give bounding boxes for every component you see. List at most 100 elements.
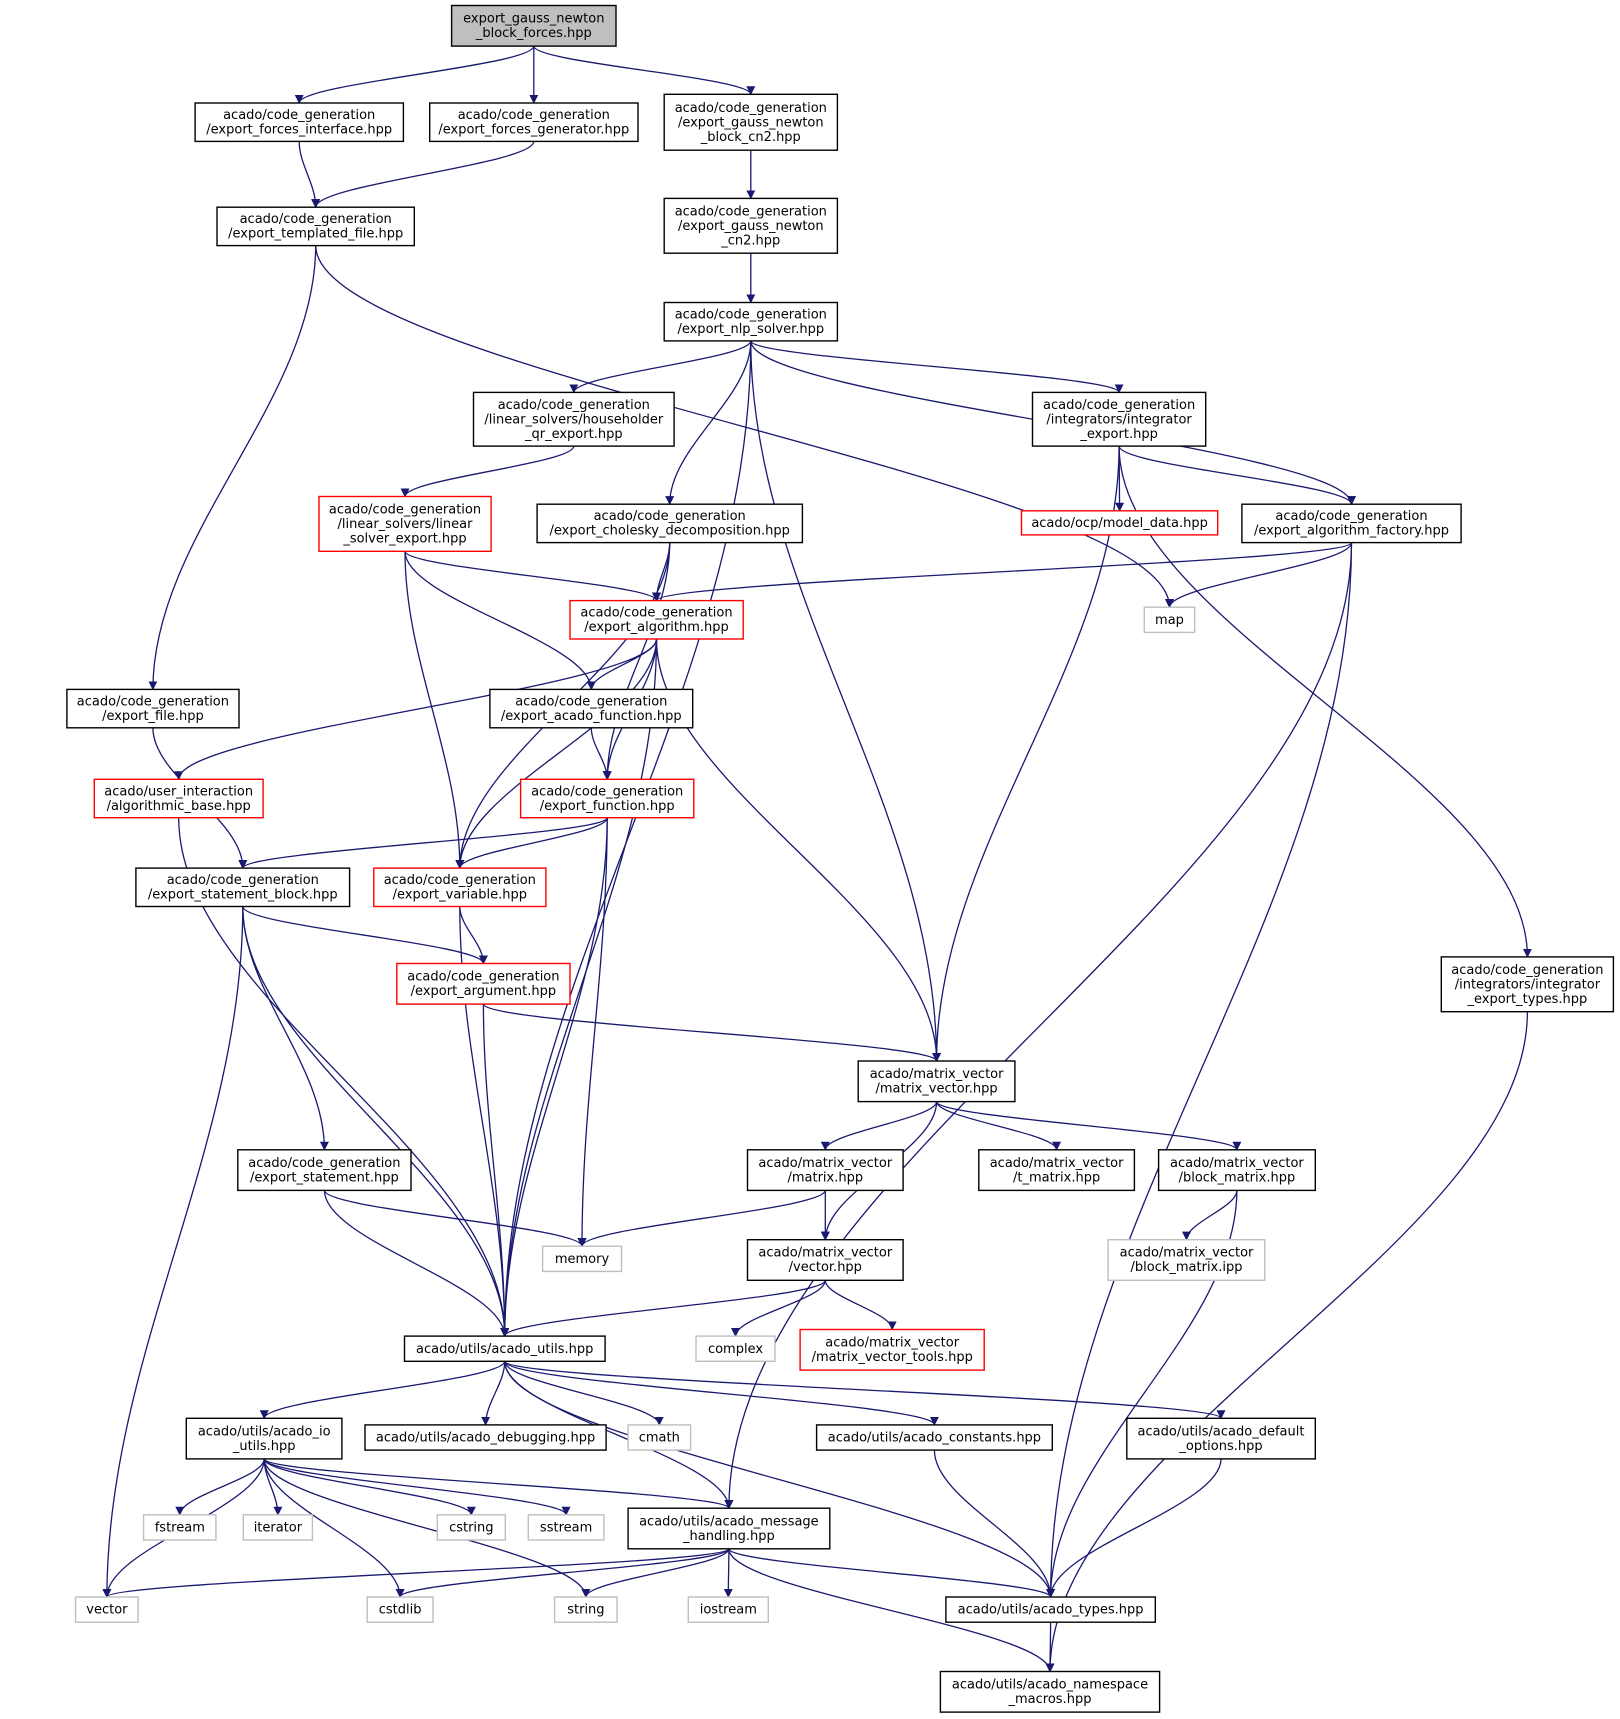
node-label-line: export_gauss_newton: [463, 12, 604, 27]
node-vector-std[interactable]: vector: [74, 1596, 139, 1623]
node-export-algorithm[interactable]: acado/code_generation/export_algorithm.h…: [569, 599, 744, 640]
node-box: [746, 1149, 904, 1192]
node-label-line: complex: [708, 1342, 763, 1357]
node-memory[interactable]: memory: [541, 1245, 623, 1273]
node-label-line: acado/code_generation: [580, 606, 732, 621]
node-label-line: /export_statement.hpp: [250, 1170, 399, 1185]
node-box: [939, 1670, 1161, 1713]
node-export-argument[interactable]: acado/code_generation/export_argument.hp…: [396, 962, 571, 1005]
node-box: [695, 1335, 776, 1362]
node-box: [1157, 1149, 1316, 1192]
node-box: [74, 1596, 139, 1623]
node-householder[interactable]: acado/code_generation/linear_solvers/hou…: [472, 391, 675, 447]
node-root[interactable]: export_gauss_newton_block_forces.hpp: [450, 4, 617, 47]
node-label-line: acado/code_generation: [1275, 509, 1427, 524]
node-label-line: _export_types.hpp: [1466, 992, 1587, 1007]
node-fstream[interactable]: fstream: [142, 1514, 217, 1541]
node-complex[interactable]: complex: [695, 1335, 776, 1362]
node-label-line: acado/code_generation: [1043, 398, 1195, 413]
node-box: [945, 1596, 1157, 1623]
edge-algorithm_factory-to-export_algorithm: [652, 542, 1353, 602]
node-export-variable[interactable]: acado/code_generation/export_variable.hp…: [373, 867, 547, 908]
node-export-function[interactable]: acado/code_generation/export_function.hp…: [519, 778, 695, 819]
node-nlp-solver[interactable]: acado/code_generation/export_nlp_solver.…: [663, 301, 839, 342]
node-acado-utils[interactable]: acado/utils/acado_utils.hpp: [403, 1335, 606, 1362]
node-forces-interface[interactable]: acado/code_generation/export_forces_inte…: [194, 102, 405, 143]
node-matrix[interactable]: acado/matrix_vector/matrix.hpp: [746, 1149, 904, 1192]
node-forces-generator[interactable]: acado/code_generation/export_forces_gene…: [429, 102, 639, 143]
node-integrator-types[interactable]: acado/code_generation/integrators/integr…: [1440, 956, 1615, 1013]
node-constants[interactable]: acado/utils/acado_constants.hpp: [815, 1424, 1053, 1451]
node-box: [194, 102, 405, 143]
node-label-line: _qr_export.hpp: [524, 427, 623, 442]
node-cstring[interactable]: cstring: [436, 1514, 506, 1541]
node-matrix-vector[interactable]: acado/matrix_vector/matrix_vector.hpp: [857, 1060, 1016, 1103]
node-label-line: /linear_solvers/householder: [484, 412, 663, 427]
edge-forces_interface-to-templated_file: [298, 141, 321, 209]
node-label-line: acado/code_generation: [329, 503, 481, 518]
node-string[interactable]: string: [553, 1596, 618, 1623]
node-box: [1143, 606, 1196, 634]
node-debugging[interactable]: acado/utils/acado_debugging.hpp: [364, 1424, 607, 1451]
edge-export_function-to-export_variable: [455, 817, 608, 869]
node-default-options[interactable]: acado/utils/acado_default_options.hpp: [1126, 1417, 1317, 1460]
node-export-statement[interactable]: acado/code_generation/export_statement.h…: [237, 1149, 412, 1192]
node-label-line: /integrators/integrator: [1455, 977, 1601, 992]
node-box: [663, 197, 839, 254]
node-types[interactable]: acado/utils/acado_types.hpp: [945, 1596, 1157, 1623]
node-label-line: /export_nlp_solver.hpp: [677, 322, 824, 337]
node-label-line: acado/code_generation: [498, 398, 650, 413]
edge-acado_utils-to-io_utils: [259, 1360, 506, 1420]
node-label-line: /t_matrix.hpp: [1013, 1170, 1100, 1185]
node-model-data[interactable]: acado/ocp/model_data.hpp: [1020, 510, 1219, 536]
node-box: [366, 1596, 434, 1623]
node-vector-hpp[interactable]: acado/matrix_vector/vector.hpp: [746, 1238, 904, 1281]
edge-forces_generator-to-templated_file: [311, 141, 535, 209]
node-label-line: /matrix.hpp: [787, 1170, 863, 1185]
node-label-line: _block_cn2.hpp: [700, 130, 801, 145]
node-cholesky[interactable]: acado/code_generation/export_cholesky_de…: [536, 503, 804, 544]
node-sstream[interactable]: sstream: [527, 1514, 605, 1541]
node-cmath[interactable]: cmath: [627, 1424, 692, 1451]
node-algorithm-factory[interactable]: acado/code_generation/export_algorithm_f…: [1241, 503, 1462, 544]
edge-io_utils-to-cstdlib: [263, 1458, 405, 1598]
node-algorithmic-base[interactable]: acado/user_interaction/algorithmic_base.…: [93, 778, 264, 819]
node-t-matrix[interactable]: acado/matrix_vector/t_matrix.hpp: [978, 1149, 1136, 1192]
node-templated-file[interactable]: acado/code_generation/export_templated_f…: [216, 206, 416, 247]
node-iterator[interactable]: iterator: [242, 1514, 314, 1541]
node-label-line: _macros.hpp: [1008, 1692, 1092, 1707]
node-label-line: /export_function.hpp: [540, 799, 675, 814]
node-linear-solver[interactable]: acado/code_generation/linear_solvers/lin…: [318, 495, 492, 552]
node-block-matrix-ipp[interactable]: acado/matrix_vector/block_matrix.ipp: [1107, 1238, 1266, 1281]
node-map[interactable]: map: [1143, 606, 1196, 634]
node-label-line: acado/matrix_vector: [990, 1156, 1124, 1171]
node-label-line: /export_forces_generator.hpp: [438, 123, 629, 138]
node-label-line: acado/code_generation: [594, 509, 746, 524]
node-label-line: /export_statement_block.hpp: [148, 888, 338, 903]
node-message-handling[interactable]: acado/utils/acado_message_handling.hpp: [627, 1507, 831, 1550]
node-cstdlib[interactable]: cstdlib: [366, 1596, 434, 1623]
node-label-line: acado/code_generation: [515, 694, 667, 709]
node-mv-tools[interactable]: acado/matrix_vector/matrix_vector_tools.…: [799, 1328, 985, 1371]
node-gn-cn2[interactable]: acado/code_generation/export_gauss_newto…: [663, 197, 839, 254]
edge-matrix-to-memory: [577, 1189, 826, 1248]
node-iostream[interactable]: iostream: [687, 1596, 769, 1623]
node-gn-block-cn2[interactable]: acado/code_generation/export_gauss_newto…: [663, 93, 839, 151]
node-box: [364, 1424, 607, 1451]
node-namespace-macros[interactable]: acado/utils/acado_namespace_macros.hpp: [939, 1670, 1161, 1713]
node-block-matrix[interactable]: acado/matrix_vector/block_matrix.hpp: [1157, 1149, 1316, 1192]
node-io-utils[interactable]: acado/utils/acado_io_utils.hpp: [185, 1417, 343, 1460]
edge-export_algorithm-to-export_variable: [455, 638, 658, 869]
edge-message_handling-to-iostream: [723, 1548, 733, 1598]
node-label-line: acado/code_generation: [384, 873, 536, 888]
node-integrator-export[interactable]: acado/code_generation/integrators/integr…: [1031, 391, 1207, 447]
node-acado-function[interactable]: acado/code_generation/export_acado_funct…: [489, 688, 694, 729]
node-statement-block[interactable]: acado/code_generation/export_statement_b…: [135, 867, 351, 908]
node-export-file[interactable]: acado/code_generation/export_file.hpp: [66, 688, 240, 729]
node-box: [663, 93, 839, 151]
nodes-layer: export_gauss_newton_block_forces.hppacad…: [66, 4, 1615, 1713]
node-label-line: /export_file.hpp: [102, 709, 204, 724]
node-box: [1031, 391, 1207, 447]
node-label-line: acado/ocp/model_data.hpp: [1031, 516, 1208, 531]
